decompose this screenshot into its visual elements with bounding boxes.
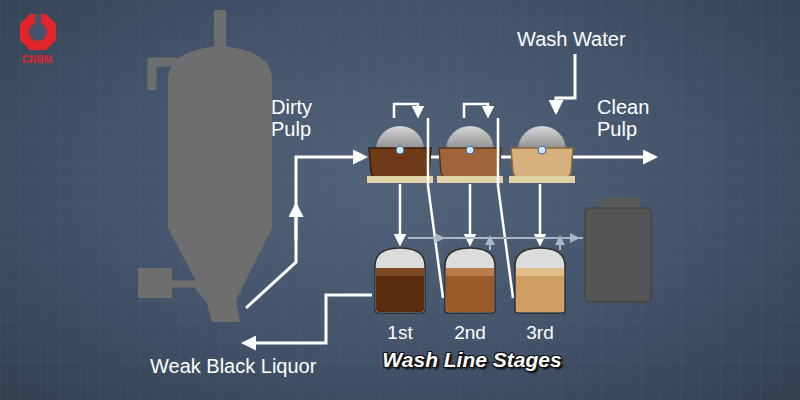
tank-shape [442, 246, 498, 314]
liquor-tank: 1st [372, 246, 428, 344]
flow-label: Clean Pulp [597, 96, 661, 140]
tank-shape [512, 246, 568, 314]
drum-washer [367, 104, 575, 183]
liquor-line [244, 295, 372, 343]
storage-tank [585, 198, 651, 302]
liquor-tank: 3rd [512, 246, 568, 344]
wash-water-line [556, 54, 575, 112]
digester-vessel [138, 10, 272, 322]
stage-label: 3rd [512, 322, 568, 344]
diagram-title: Wash Line Stages [382, 348, 561, 372]
flow-label: Weak Black Liquor [150, 355, 316, 377]
logo-text: CNBM [22, 54, 52, 66]
tank-shape [372, 246, 428, 314]
stage-label: 1st [372, 322, 428, 344]
stage-label: 2nd [442, 322, 498, 344]
flow-label: Wash Water [517, 28, 626, 50]
flow-label: Dirty Pulp [271, 96, 327, 140]
logo-mark [20, 14, 56, 50]
liquor-tank: 2nd [442, 246, 498, 344]
vent-header [408, 238, 583, 250]
